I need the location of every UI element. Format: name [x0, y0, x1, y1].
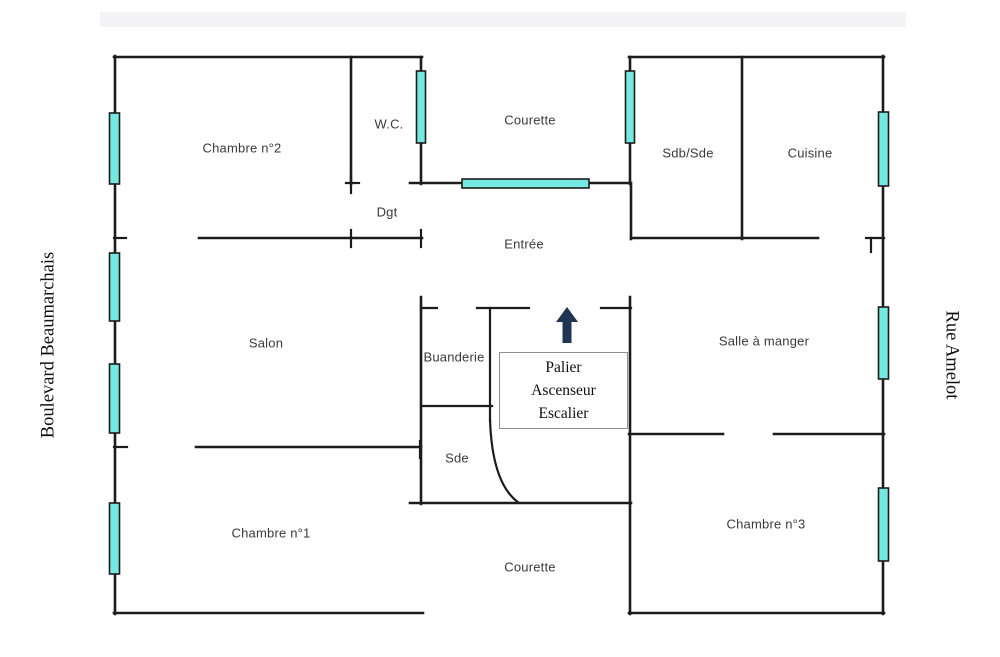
- street-label-left: Boulevard Beaumarchais: [38, 251, 59, 439]
- landing-box-line3: Escalier: [538, 405, 589, 423]
- room-label-courette-top: Courette: [504, 112, 556, 128]
- window: [108, 502, 121, 575]
- room-label-chambre2: Chambre n°2: [202, 140, 282, 156]
- window: [108, 112, 121, 185]
- room-label-chambre3: Chambre n°3: [726, 516, 806, 532]
- window: [877, 111, 890, 187]
- window: [877, 487, 890, 562]
- window: [877, 306, 890, 380]
- street-label-right: Rue Amelot: [941, 310, 962, 400]
- room-label-sde: Sde: [445, 450, 469, 466]
- room-label-entree: Entrée: [504, 236, 544, 252]
- window: [108, 363, 121, 434]
- window: [461, 178, 590, 189]
- landing-box: Palier Ascenseur Escalier: [499, 352, 628, 429]
- room-label-buanderie: Buanderie: [423, 349, 485, 365]
- window: [415, 70, 427, 144]
- room-label-courette-bottom: Courette: [504, 559, 556, 575]
- room-label-salle-a-manger: Salle à manger: [718, 333, 810, 349]
- room-label-wc: W.C.: [374, 116, 404, 132]
- window: [624, 70, 636, 144]
- room-label-chambre1: Chambre n°1: [231, 525, 311, 541]
- landing-box-line2: Ascenseur: [531, 381, 596, 399]
- window: [108, 252, 121, 322]
- landing-box-line1: Palier: [545, 358, 582, 376]
- room-label-salon: Salon: [248, 335, 284, 351]
- room-label-sdb-sde: Sdb/Sde: [662, 145, 714, 161]
- door-arc: [488, 418, 520, 504]
- room-label-dgt: Dgt: [376, 204, 398, 220]
- room-label-cuisine: Cuisine: [787, 145, 833, 161]
- entrance-arrow-icon: [556, 307, 578, 343]
- page-top-band: [100, 12, 906, 27]
- windows-layer: [108, 70, 890, 575]
